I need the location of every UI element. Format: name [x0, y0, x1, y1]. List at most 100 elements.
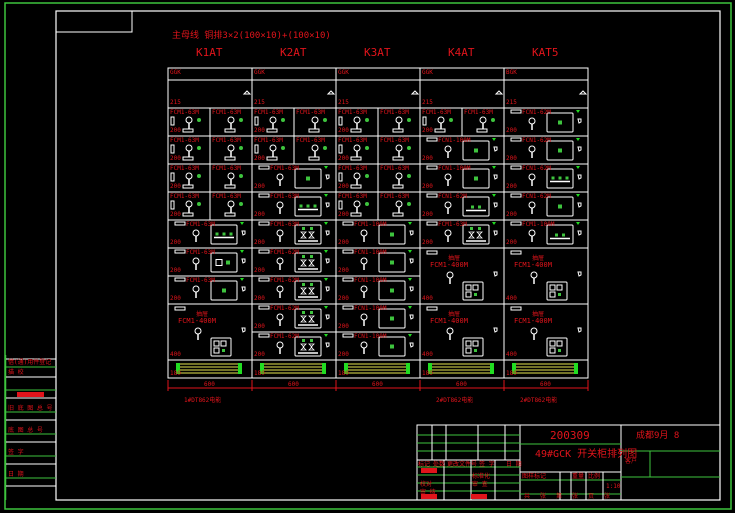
column-header-code: GGK — [170, 69, 181, 76]
drawer-handle — [392, 128, 404, 133]
status-marker — [408, 306, 412, 309]
vent-icon — [409, 314, 414, 320]
sheet-cell: 张 — [604, 493, 611, 500]
drawer-height: 200 — [338, 295, 349, 302]
switch-icon — [254, 116, 259, 126]
tb-marker — [471, 494, 487, 499]
indicator-lamp — [565, 176, 569, 180]
indicator-lamp — [302, 255, 305, 258]
indicator-lamp — [302, 283, 305, 286]
drawer-handle — [392, 212, 404, 217]
column-title-k1at: K1AT — [196, 46, 223, 59]
tb-cell: 校对 — [420, 481, 433, 488]
strip-marker — [17, 392, 44, 397]
drawer-model: FCM1-63M — [380, 165, 409, 172]
meter-icon — [556, 340, 563, 347]
vent-icon — [241, 230, 246, 236]
tb-cell: 审 核 — [420, 489, 436, 496]
drawer-model: FCN1-62M — [522, 165, 551, 172]
drawer-height: 400 — [506, 351, 517, 358]
drawer-handle — [392, 184, 404, 189]
drawer-handle — [258, 165, 270, 170]
drawer-model: FCM1-63M — [254, 109, 283, 116]
busbar-height: 180 — [506, 370, 517, 377]
vent-icon — [493, 271, 498, 277]
indicator-lamp — [407, 118, 411, 122]
indicator-lamp — [197, 202, 201, 206]
status-marker — [324, 306, 328, 309]
indicator-lamp — [281, 146, 285, 150]
indicator-lamp — [558, 176, 562, 180]
status-marker — [240, 222, 244, 225]
top-section-height: 215 — [506, 99, 517, 106]
indicator-lamp — [239, 146, 243, 150]
switch-icon — [170, 172, 175, 182]
drawer-handle — [342, 305, 354, 310]
indicator-lamp — [229, 232, 233, 236]
meter-icon — [465, 347, 472, 354]
width-dimension: 600 — [456, 381, 467, 388]
instrument-panel — [546, 140, 574, 161]
indicator-lamp — [281, 118, 285, 122]
vent-icon — [325, 202, 330, 208]
instrument-panel — [294, 168, 322, 189]
tb-header-cell: 签 字 — [479, 461, 495, 468]
drawer-model: FCM1-63M — [186, 249, 215, 256]
top-section-height: 215 — [170, 99, 181, 106]
busbar-height: 180 — [338, 370, 349, 377]
drawer-model: FCM1-63M — [296, 137, 325, 144]
indicator-lamp — [239, 202, 243, 206]
indicator-lamp — [239, 174, 243, 178]
busbar-end — [344, 363, 348, 374]
vent-icon — [494, 90, 504, 95]
drawer-model: FCM1-63M — [338, 137, 367, 144]
drawer-model: FCM1-63M — [296, 109, 325, 116]
drawer-height: 200 — [254, 351, 265, 358]
indicator-lamp — [558, 204, 562, 209]
switch-icon — [338, 172, 343, 182]
switch-icon — [338, 116, 343, 126]
drawer-handle — [510, 306, 522, 311]
drawer-height: 200 — [254, 127, 265, 134]
drawer-handle — [174, 221, 186, 226]
indicator-lamp — [197, 146, 201, 150]
busbar-end — [428, 363, 432, 374]
drawer-height: 200 — [506, 127, 517, 134]
drawer-height: 200 — [338, 211, 349, 218]
indicator-lamp — [407, 174, 411, 178]
vent-icon — [325, 258, 330, 264]
busbar-height: 180 — [170, 370, 181, 377]
status-marker — [576, 222, 580, 225]
indicator-lamp — [478, 227, 481, 230]
indicator-lamp — [474, 148, 478, 153]
inner-frame — [55, 10, 721, 501]
drawer-model: FCM1-63M — [186, 277, 215, 284]
indicator-lamp — [306, 176, 310, 181]
indicator-lamp — [222, 349, 225, 352]
drawer-height: 400 — [422, 295, 433, 302]
meter-icon — [308, 343, 315, 351]
instrument-panel — [294, 196, 322, 217]
meter-icon — [300, 315, 307, 323]
status-marker — [324, 222, 328, 225]
meter-icon — [215, 259, 223, 266]
drawer-height: 200 — [170, 267, 181, 274]
vent-icon — [493, 202, 498, 208]
drawer-model: FCN1-100M — [354, 305, 387, 312]
drawer-height: 200 — [422, 155, 433, 162]
top-section-height: 215 — [338, 99, 349, 106]
drawer-model: FCM1-62M — [270, 333, 299, 340]
tb-header-cell: 日 期 — [506, 461, 522, 468]
vent-icon — [410, 90, 420, 95]
vent-icon — [325, 314, 330, 320]
indicator-lamp — [239, 118, 243, 122]
vent-icon — [493, 174, 498, 180]
instrument-panel — [210, 337, 232, 357]
width-dimension: 600 — [540, 381, 551, 388]
busbar-height: 180 — [254, 370, 265, 377]
indicator-lamp — [222, 288, 226, 293]
indicator-lamp — [558, 148, 562, 153]
